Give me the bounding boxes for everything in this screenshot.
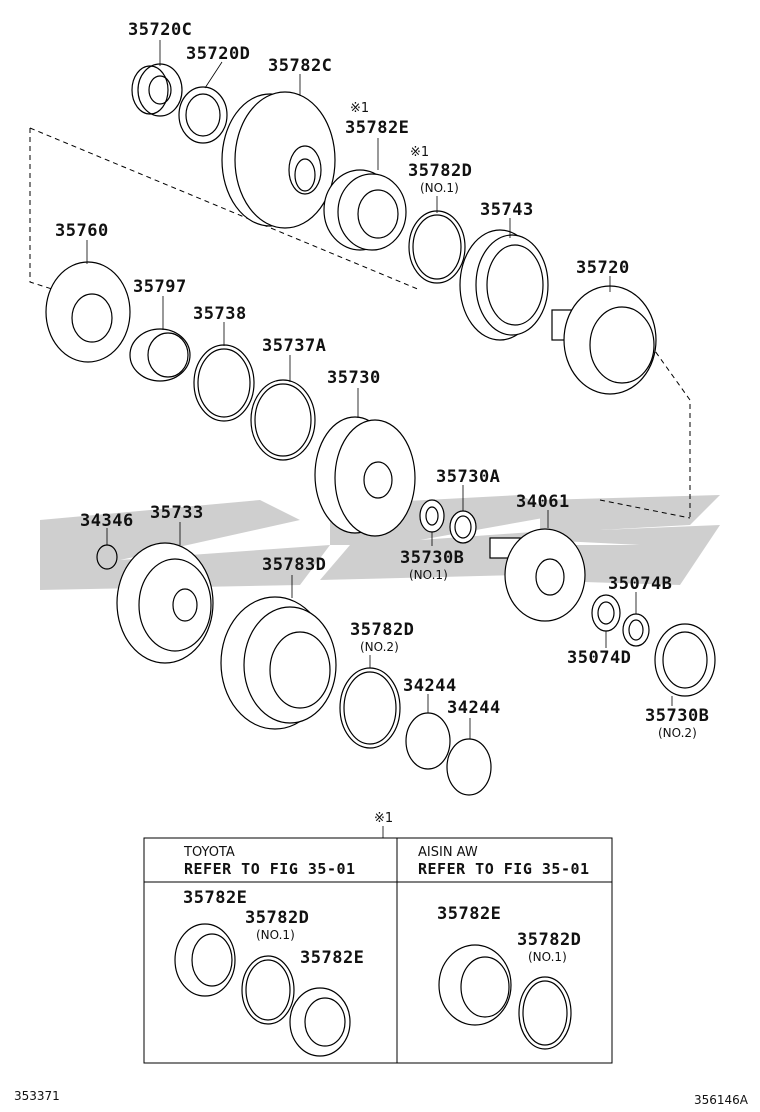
label-35797: 35797 [133, 277, 187, 297]
label-35782E: 35782E [345, 118, 410, 138]
part-35737A-icon [250, 379, 316, 461]
part-35738-icon [193, 344, 255, 422]
inset-left-35782D-icon [241, 955, 295, 1025]
part-35783D-icon [220, 596, 337, 730]
part-35782D-icon [408, 210, 466, 284]
inset-left-label-35782D-sub: (NO.1) [256, 928, 295, 942]
label-35730: 35730 [327, 368, 381, 388]
footer-code-right: 356146A [694, 1093, 749, 1107]
part-35730-icon [314, 416, 416, 537]
inset-right-brand: AISIN AW [418, 845, 478, 860]
label-35074B: 35074B [608, 574, 673, 594]
label-35733: 35733 [150, 503, 204, 523]
label-35720C: 35720C [128, 20, 193, 40]
label-35782D-no2-sub: (NO.2) [360, 640, 399, 654]
part-35782E-icon [323, 169, 407, 251]
label-35730B-sub: (NO.1) [409, 568, 448, 582]
inset-left-label-35782E-b: 35782E [300, 948, 365, 968]
part-35743-icon [459, 229, 549, 341]
part-35730B-no2-icon [654, 623, 716, 697]
inset-left-ref: REFER TO FIG 35-01 [184, 860, 356, 878]
label-35737A: 35737A [262, 336, 327, 356]
label-35783D: 35783D [262, 555, 327, 575]
label-35782D-sub: (NO.1) [420, 181, 459, 195]
label-35782D-no2: 35782D [350, 620, 415, 640]
inset-right-label-35782D-sub: (NO.1) [528, 950, 567, 964]
part-35720-icon [551, 285, 657, 395]
inset-right-label-35782D: 35782D [517, 930, 582, 950]
label-35738: 35738 [193, 304, 247, 324]
part-34244-b-icon [446, 738, 492, 796]
label-35730B: 35730B [400, 548, 465, 568]
part-35782D-no2-icon [339, 667, 401, 749]
note-mark-1: ※1 [350, 101, 370, 116]
part-35733-icon [116, 542, 214, 664]
note-mark-2: ※1 [410, 145, 430, 160]
leader-lines [86, 40, 673, 838]
label-35730A: 35730A [436, 467, 501, 487]
label-34346: 34346 [80, 511, 134, 531]
part-34061-icon [489, 528, 586, 622]
part-35760-icon [45, 261, 131, 363]
label-35760: 35760 [55, 221, 109, 241]
assembly-dashed-lines [29, 127, 691, 519]
label-35730B-no2: 35730B [645, 706, 710, 726]
part-34244-a-icon [405, 712, 451, 770]
inset-right-label-35782E: 35782E [437, 904, 502, 924]
label-34061: 34061 [516, 492, 570, 512]
inset-right-35782E-icon [438, 944, 512, 1026]
part-35730A-icon [449, 510, 477, 544]
inset-left-label-35782E-a: 35782E [183, 888, 248, 908]
inset-left-35782E-a-icon [174, 923, 236, 997]
part-35797-icon [129, 328, 191, 382]
inset-right-ref: REFER TO FIG 35-01 [418, 860, 590, 878]
part-35782C-icon [221, 91, 336, 229]
label-35782C: 35782C [268, 56, 333, 76]
note-mark-3: ※1 [374, 811, 394, 826]
label-34244-a: 34244 [403, 676, 457, 696]
inset-box [143, 837, 613, 1064]
part-35074B-icon [622, 613, 650, 647]
label-35720D: 35720D [186, 44, 251, 64]
inset-left-35782E-b-icon [289, 987, 351, 1057]
label-34244-b: 34244 [447, 698, 501, 718]
part-35074D-icon [591, 594, 621, 632]
part-35730B-icon [419, 499, 445, 533]
inset-right-35782D-icon [518, 976, 572, 1050]
label-35720: 35720 [576, 258, 630, 278]
inset-left-label-35782D: 35782D [245, 908, 310, 928]
label-35743: 35743 [480, 200, 534, 220]
inset-left-brand: TOYOTA [184, 845, 235, 860]
part-35720D-icon [178, 86, 228, 144]
label-35730B-no2-sub: (NO.2) [658, 726, 697, 740]
part-35720C-icon [131, 63, 183, 117]
footer-code-left: 353371 [14, 1089, 60, 1103]
label-35782D: 35782D [408, 161, 473, 181]
label-35074D: 35074D [567, 648, 632, 668]
